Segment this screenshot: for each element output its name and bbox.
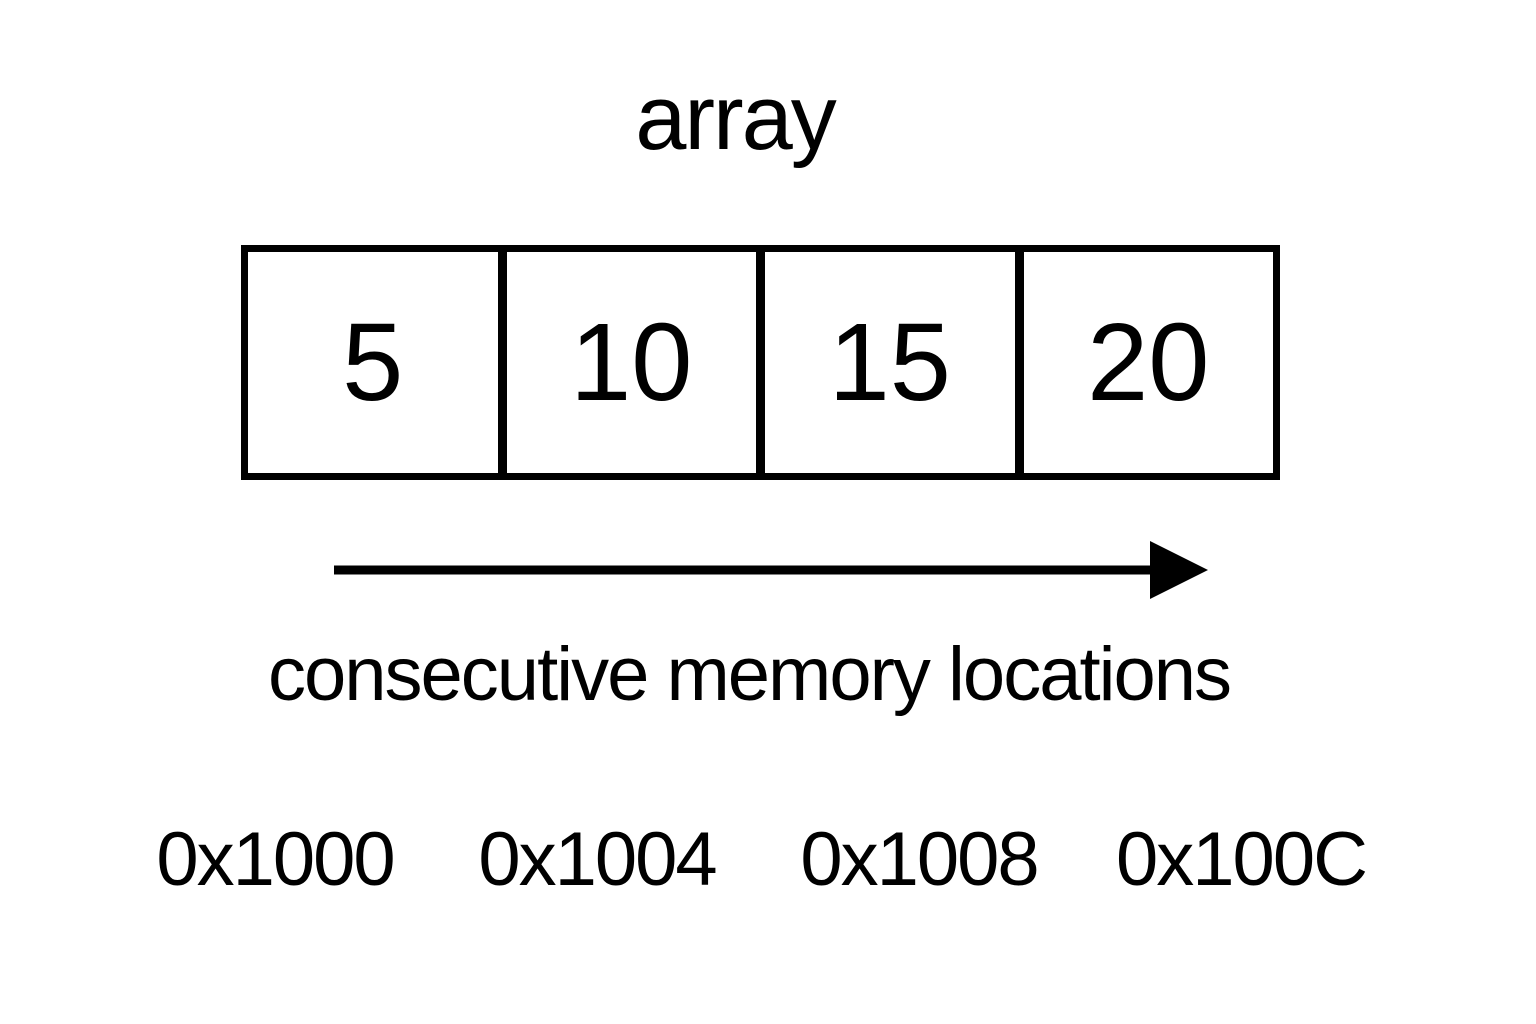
arrow-caption: consecutive memory locations [268,632,1232,717]
array-cell-value: 15 [828,300,951,424]
array-cell: 15 [756,252,1015,473]
array-cell: 20 [1014,252,1274,473]
array-cell-value: 10 [570,300,693,424]
memory-address: 0x1004 [478,817,717,902]
array-cell-value: 5 [342,300,404,424]
array-cell: 10 [497,252,757,473]
array-box: 5 10 15 20 [241,245,1280,480]
arrow-head-icon [1150,541,1208,599]
memory-address: 0x100C [1116,817,1368,902]
array-cell: 5 [248,252,498,473]
memory-address: 0x1008 [800,817,1039,902]
diagram-title: array [635,67,837,169]
memory-address: 0x1000 [156,817,395,902]
memory-direction-arrow [334,541,1208,599]
array-cell-value: 20 [1087,300,1210,424]
